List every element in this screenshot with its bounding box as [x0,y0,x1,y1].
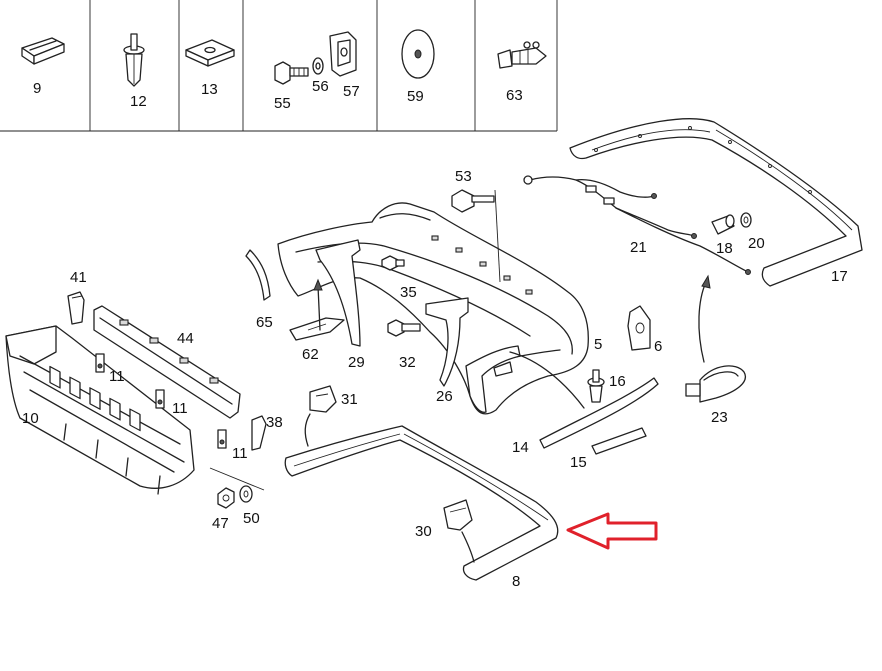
legend-label-56: 56 [312,78,329,95]
callout-50: 50 [243,510,260,527]
washer-icon [312,57,324,75]
sleeve-part-icon [711,214,735,235]
guide-strip-icon [539,377,659,449]
callout-15: 15 [570,454,587,471]
absorber-slots [49,365,141,432]
mount-bracket-icon [627,305,651,351]
leader-arrow [461,531,475,563]
callout-23: 23 [711,409,728,426]
callout-38: 38 [266,414,283,431]
leader-arrow [698,281,707,363]
clip-nut-icon [155,389,165,409]
callout-5: 5 [594,336,602,353]
legend-label-63: 63 [506,87,523,104]
retainer-clip-30-icon [443,499,473,531]
callout-21: 21 [630,239,647,256]
callout-53: 53 [455,168,472,185]
push-clip-icon [497,41,547,69]
bolt-icon [274,61,309,85]
callout-41: 41 [70,269,87,286]
clip-nut-icon [217,429,227,449]
callout-8: 8 [512,573,520,590]
callout-30: 30 [415,523,432,540]
legend-label-13: 13 [201,81,218,98]
callout-11-b: 11 [172,400,188,417]
disc-icon [401,29,435,79]
washer-small-icon [239,485,253,503]
guide-bracket-icon [315,239,361,347]
highlight-arrow-icon [566,512,658,550]
legend-table: 9 12 13 55 56 [0,0,558,132]
side-bracket-icon [425,297,469,387]
callout-11-c: 11 [232,445,248,462]
adhesive-pad-icon [591,427,647,455]
leader-line [494,189,501,283]
wedge-icon [289,317,345,341]
buffer-block-icon [67,291,85,325]
legend-label-9: 9 [33,80,41,97]
callout-32: 32 [399,354,416,371]
leader-arrow [509,351,585,409]
callout-26: 26 [436,388,453,405]
screw-35-icon [381,255,405,271]
callout-18: 18 [716,240,733,257]
legend-label-57: 57 [343,83,360,100]
retainer-clip-31-icon [309,385,337,413]
screw-53-icon [451,189,495,213]
leader-line [209,467,265,491]
callout-65: 65 [256,314,273,331]
callout-29: 29 [348,354,365,371]
legend-label-55: 55 [274,95,291,112]
callout-6: 6 [654,338,662,355]
expansion-rivet-icon [123,33,145,87]
callout-44: 44 [177,330,194,347]
plate-nut-icon [185,39,235,67]
callout-17: 17 [831,268,848,285]
callout-11-a: 11 [109,368,125,385]
legend-label-12: 12 [130,93,147,110]
callout-16: 16 [609,373,626,390]
callout-47: 47 [212,515,229,532]
cable-tie-icon [685,365,746,403]
nut-icon [217,487,235,509]
energy-absorber [5,325,195,495]
upper-moulding [569,118,863,287]
callout-20: 20 [748,235,765,252]
arrowhead [701,274,711,289]
push-rivet-icon [587,369,605,403]
clip-icon [21,37,65,65]
bolt-32-icon [387,319,421,337]
speed-nut-icon [329,31,357,77]
legend-label-59: 59 [407,88,424,105]
washer-part-icon [740,212,752,228]
leader-arrow [317,285,321,331]
callout-62: 62 [302,346,319,363]
callout-14: 14 [512,439,529,456]
leader-arrow [304,413,311,447]
wiring-harness [523,175,751,275]
trim-strip-icon [245,249,271,301]
callout-31: 31 [341,391,358,408]
callout-35: 35 [400,284,417,301]
bracket-38-icon [251,415,267,451]
bumper-end-cap [465,345,521,413]
clip-nut-icon [95,353,105,373]
arrowhead [313,278,323,291]
reinforcement-bar [93,305,241,419]
lower-moulding [284,425,559,581]
callout-10: 10 [22,410,39,427]
